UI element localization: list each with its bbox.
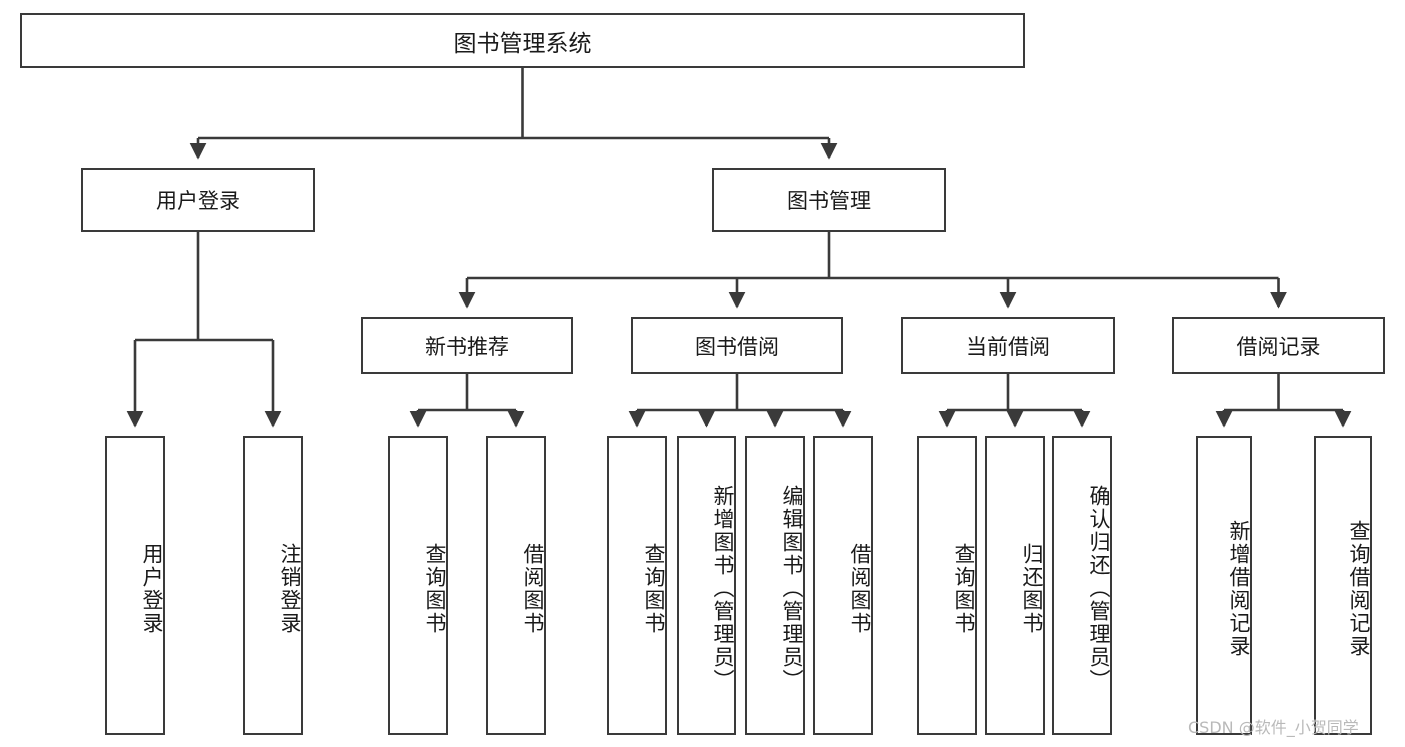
node-new-book-rec: 新书推荐	[361, 317, 573, 374]
node-leaf-query-book-cur: 查询图书	[917, 436, 977, 735]
node-leaf-query-book-borrow: 查询图书	[607, 436, 667, 735]
node-label: 图书借阅	[695, 334, 779, 359]
node-label: 当前借阅	[966, 334, 1050, 359]
node-user-login: 用户登录	[81, 168, 315, 232]
node-label: 归还图书	[1020, 542, 1044, 635]
node-book-borrow: 图书借阅	[631, 317, 843, 374]
node-label: 图书管理	[787, 189, 871, 213]
node-borrow-record: 借阅记录	[1172, 317, 1385, 374]
node-leaf-logout: 注销登录	[243, 436, 303, 735]
node-leaf-user-login: 用户登录	[105, 436, 165, 735]
node-label: 编辑图书（管理员）	[780, 485, 804, 692]
node-label: 用户登录	[156, 189, 240, 213]
node-label: 查询借阅记录	[1347, 519, 1371, 658]
node-label: 查询图书	[423, 542, 447, 635]
node-label: 注销登录	[278, 542, 302, 635]
node-label: 借阅图书	[521, 542, 545, 635]
node-label: 新增图书（管理员）	[711, 485, 735, 692]
node-label: 确认归还（管理员）	[1087, 485, 1111, 692]
node-leaf-return-book: 归还图书	[985, 436, 1045, 735]
node-book-manage: 图书管理	[712, 168, 946, 232]
node-label: 借阅图书	[848, 542, 872, 635]
watermark: CSDN @软件_小贺同学	[1188, 718, 1359, 737]
node-label: 查询图书	[642, 542, 666, 635]
node-leaf-add-book: 新增图书（管理员）	[677, 436, 736, 735]
node-label: 查询图书	[952, 542, 976, 635]
node-label: 图书管理系统	[453, 30, 592, 57]
node-label: 借阅记录	[1236, 334, 1321, 359]
node-root: 图书管理系统	[20, 13, 1025, 68]
node-leaf-query-record: 查询借阅记录	[1314, 436, 1372, 735]
node-leaf-borrow-book: 借阅图书	[813, 436, 873, 735]
node-label: 用户登录	[140, 542, 164, 635]
node-label: 新书推荐	[425, 334, 509, 359]
node-leaf-edit-book: 编辑图书（管理员）	[745, 436, 805, 735]
node-leaf-query-book-rec: 查询图书	[388, 436, 448, 735]
node-current-borrow: 当前借阅	[901, 317, 1115, 374]
node-leaf-confirm-return: 确认归还（管理员）	[1052, 436, 1112, 735]
node-leaf-borrow-book-rec: 借阅图书	[486, 436, 546, 735]
node-leaf-add-record: 新增借阅记录	[1196, 436, 1252, 735]
node-label: 新增借阅记录	[1227, 519, 1251, 658]
